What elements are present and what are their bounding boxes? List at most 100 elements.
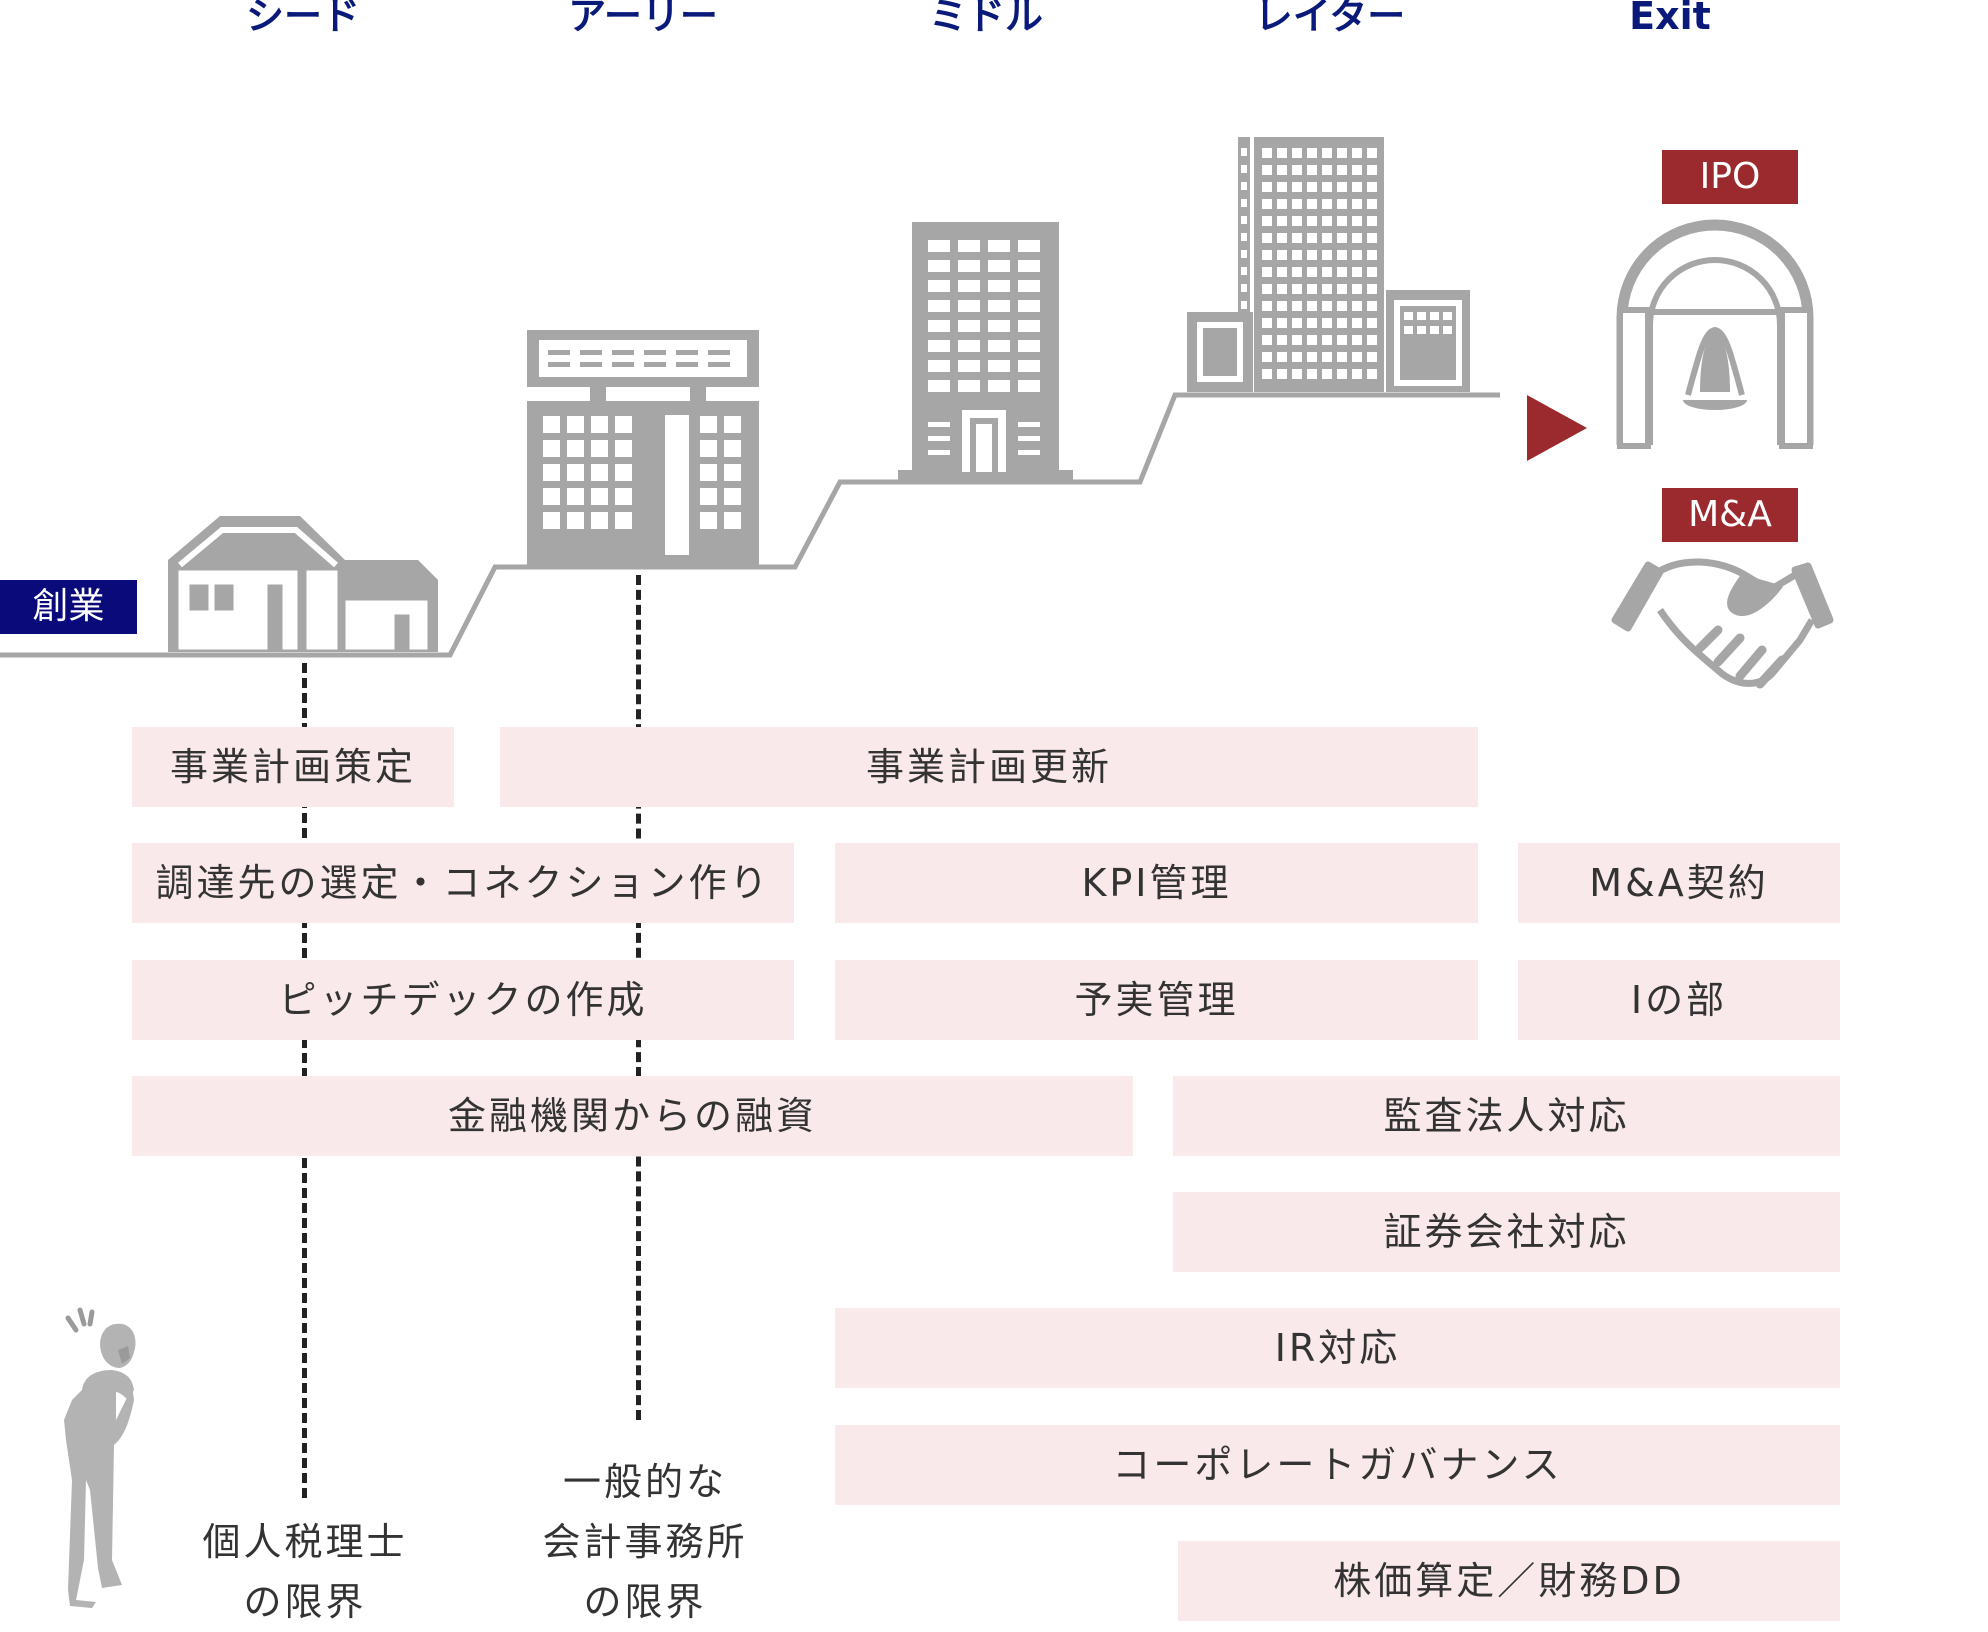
- note-line: の限界: [583, 1580, 707, 1624]
- building-window: [958, 240, 980, 252]
- building-window: [1417, 326, 1426, 334]
- building-window: [1430, 326, 1439, 334]
- building-window: [958, 380, 980, 392]
- building-window: [1277, 267, 1287, 277]
- building-window: [1307, 199, 1317, 209]
- house-icon: [168, 516, 438, 652]
- building-window: [591, 416, 608, 433]
- building-window: [1367, 335, 1377, 345]
- task-securities-firm: 証券会社対応: [1173, 1192, 1840, 1272]
- building-window: [700, 440, 717, 457]
- building-window: [1352, 250, 1362, 260]
- building-window: [1262, 352, 1272, 362]
- building-window: [1277, 182, 1287, 192]
- building-window: [1322, 335, 1332, 345]
- building-window: [1277, 165, 1287, 175]
- building-window: [1367, 148, 1377, 158]
- building-window: [1367, 267, 1377, 277]
- building-window: [1018, 320, 1040, 332]
- building-window: [1307, 335, 1317, 345]
- building-window: [1322, 182, 1332, 192]
- task-pitch-deck: ピッチデックの作成: [132, 960, 794, 1040]
- building-window: [928, 340, 950, 352]
- building-window: [1307, 165, 1317, 175]
- building-window: [1367, 369, 1377, 379]
- building-window: [1337, 318, 1347, 328]
- note-line: 一般的な: [562, 1460, 727, 1504]
- building-window: [591, 512, 608, 529]
- building-window: [1018, 300, 1040, 312]
- building-window: [1262, 216, 1272, 226]
- building-window: [1322, 267, 1332, 277]
- building-window: [1307, 148, 1317, 158]
- building-window: [1241, 301, 1247, 309]
- building-window: [1307, 216, 1317, 226]
- building-window: [1262, 318, 1272, 328]
- building-window: [1322, 250, 1332, 260]
- building-window: [1337, 267, 1347, 277]
- building-window: [1018, 240, 1040, 252]
- building-window: [543, 440, 560, 457]
- building-window: [1307, 267, 1317, 277]
- building-window: [1018, 360, 1040, 372]
- building-window: [1367, 352, 1377, 362]
- building-window: [1262, 335, 1272, 345]
- building-window: [1307, 250, 1317, 260]
- building-window: [1292, 318, 1302, 328]
- ipo-tag: IPO: [1662, 150, 1798, 204]
- building-window: [567, 488, 584, 505]
- building-window: [1241, 267, 1247, 275]
- building-window: [543, 416, 560, 433]
- building-window: [1277, 318, 1287, 328]
- building-window: [591, 464, 608, 481]
- building-window: [1292, 233, 1302, 243]
- building-window: [928, 240, 950, 252]
- building-window: [1241, 250, 1247, 258]
- building-window: [1337, 301, 1347, 311]
- building-window: [1352, 182, 1362, 192]
- building-window: [724, 416, 741, 433]
- building-window: [1292, 199, 1302, 209]
- building-window: [1277, 199, 1287, 209]
- building-window: [1337, 352, 1347, 362]
- building-window: [1322, 301, 1332, 311]
- building-window: [1307, 284, 1317, 294]
- building-window: [1292, 352, 1302, 362]
- building-window: [1322, 318, 1332, 328]
- building-window: [1262, 250, 1272, 260]
- building-window: [1241, 216, 1247, 224]
- building-window: [1337, 250, 1347, 260]
- building-window: [1337, 369, 1347, 379]
- building-window: [724, 464, 741, 481]
- building-window: [928, 300, 950, 312]
- building-window: [1307, 318, 1317, 328]
- building-window: [1241, 233, 1247, 241]
- building-window: [1018, 280, 1040, 292]
- building-window: [1292, 165, 1302, 175]
- task-governance: コーポレートガバナンス: [835, 1425, 1840, 1505]
- building-window: [615, 416, 632, 433]
- building-window: [1337, 182, 1347, 192]
- building-window: [1337, 233, 1347, 243]
- building-window: [1307, 352, 1317, 362]
- building-window: [958, 340, 980, 352]
- building-window: [591, 488, 608, 505]
- building-window: [1262, 182, 1272, 192]
- note-line: 会計事務所: [542, 1520, 748, 1564]
- building-window: [1367, 216, 1377, 226]
- building-window: [1277, 369, 1287, 379]
- building-window: [928, 360, 950, 372]
- building-window: [1277, 250, 1287, 260]
- building-window: [1352, 199, 1362, 209]
- task-funding-connections: 調達先の選定・コネクション作り: [132, 843, 794, 923]
- building-window: [988, 280, 1010, 292]
- building-window: [1241, 148, 1247, 156]
- building-window: [1262, 233, 1272, 243]
- building-window: [988, 300, 1010, 312]
- note-line: 個人税理士: [202, 1520, 408, 1564]
- building-window: [1352, 335, 1362, 345]
- building-window: [700, 464, 717, 481]
- building-window: [1292, 216, 1302, 226]
- office-building-icon: [527, 330, 759, 566]
- building-window: [1277, 233, 1287, 243]
